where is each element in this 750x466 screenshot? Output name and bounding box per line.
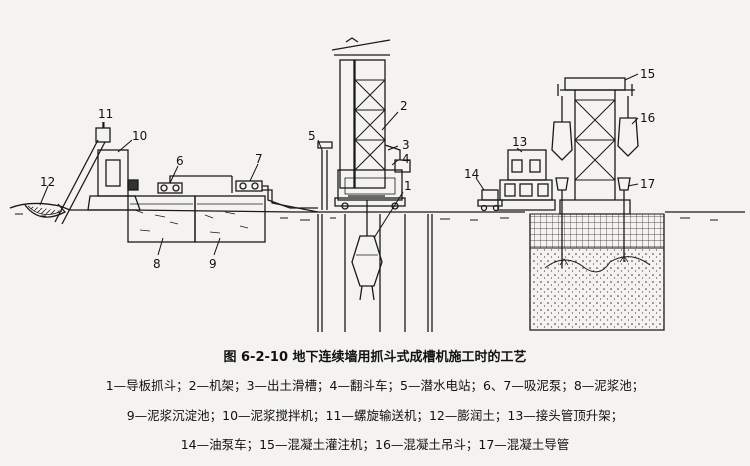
leader-9 bbox=[213, 237, 221, 256]
callout-14: 14 bbox=[464, 167, 479, 181]
leader-10 bbox=[117, 139, 133, 153]
leader-7 bbox=[249, 163, 259, 182]
leader-2 bbox=[381, 111, 399, 131]
callout-10: 10 bbox=[132, 129, 147, 143]
leader-17 bbox=[627, 183, 639, 187]
leader-4 bbox=[391, 159, 399, 166]
ground-texture bbox=[15, 213, 718, 221]
screw-conveyor bbox=[54, 122, 111, 225]
bentonite-pit bbox=[24, 203, 67, 218]
leader-6 bbox=[169, 165, 179, 184]
leader-13 bbox=[516, 147, 523, 153]
joint-pipe-jacking-frame bbox=[497, 149, 556, 211]
callout-8: 8 bbox=[153, 257, 161, 271]
legend-line-1: 1—导板抓斗；2—机架；3—出土滑槽；4—翻斗车；5—潜水电站；6、7—吸泥泵；… bbox=[105, 378, 645, 393]
concrete-bucket bbox=[551, 96, 639, 161]
mud-settling-pool bbox=[194, 195, 266, 243]
callout-16: 16 bbox=[640, 111, 655, 125]
figure-title: 图 6-2-10 地下连续墙用抓斗式成槽机施工时的工艺 bbox=[223, 350, 527, 365]
leader-14 bbox=[475, 177, 485, 191]
callout-12: 12 bbox=[40, 175, 55, 189]
callout-15: 15 bbox=[640, 67, 655, 81]
callout-7: 7 bbox=[255, 152, 263, 166]
mud-mixer bbox=[87, 149, 141, 211]
process-diagram: 1 2 3 4 5 6 7 8 9 10 11 12 13 14 15 16 1… bbox=[9, 37, 745, 332]
guide-plate-grab bbox=[351, 200, 383, 301]
concrete-pit bbox=[529, 213, 665, 331]
callout-9: 9 bbox=[209, 257, 217, 271]
callout-2: 2 bbox=[400, 99, 408, 113]
callout-17: 17 bbox=[640, 177, 655, 191]
suction-pump-6 bbox=[157, 175, 232, 194]
concrete-guide-pipe bbox=[555, 177, 631, 268]
callout-5: 5 bbox=[308, 129, 316, 143]
ground-line bbox=[9, 202, 525, 213]
concrete-pouring-machine bbox=[557, 77, 635, 215]
oil-pump-truck bbox=[477, 189, 503, 212]
leader-8 bbox=[157, 237, 164, 256]
leader-15 bbox=[624, 73, 639, 81]
suction-pump-7 bbox=[231, 176, 319, 213]
soil-chute bbox=[384, 144, 401, 160]
legend-line-2: 9—泥浆沉淀池；10—泥浆搅拌机；11—螺旋输送机；12—膨润土；13—接头管顶… bbox=[126, 408, 624, 423]
leader-1 bbox=[373, 191, 404, 239]
legend-line-3: 14—油泵车；15—混凝土灌注机；16—混凝土吊斗；17—混凝土导管 bbox=[180, 437, 570, 452]
callout-11: 11 bbox=[98, 107, 113, 121]
submersible-power-station bbox=[317, 141, 333, 210]
callout-3: 3 bbox=[402, 138, 410, 152]
leader-5 bbox=[317, 139, 323, 151]
callout-4: 4 bbox=[402, 152, 410, 166]
leader-16 bbox=[631, 117, 639, 125]
leader-3 bbox=[387, 145, 399, 151]
callout-1: 1 bbox=[404, 179, 412, 193]
trench bbox=[317, 214, 433, 332]
callout-6: 6 bbox=[176, 154, 184, 168]
callout-13: 13 bbox=[512, 135, 527, 149]
dump-truck bbox=[394, 159, 411, 173]
machine-frame bbox=[331, 37, 406, 210]
leader-12 bbox=[39, 185, 49, 206]
